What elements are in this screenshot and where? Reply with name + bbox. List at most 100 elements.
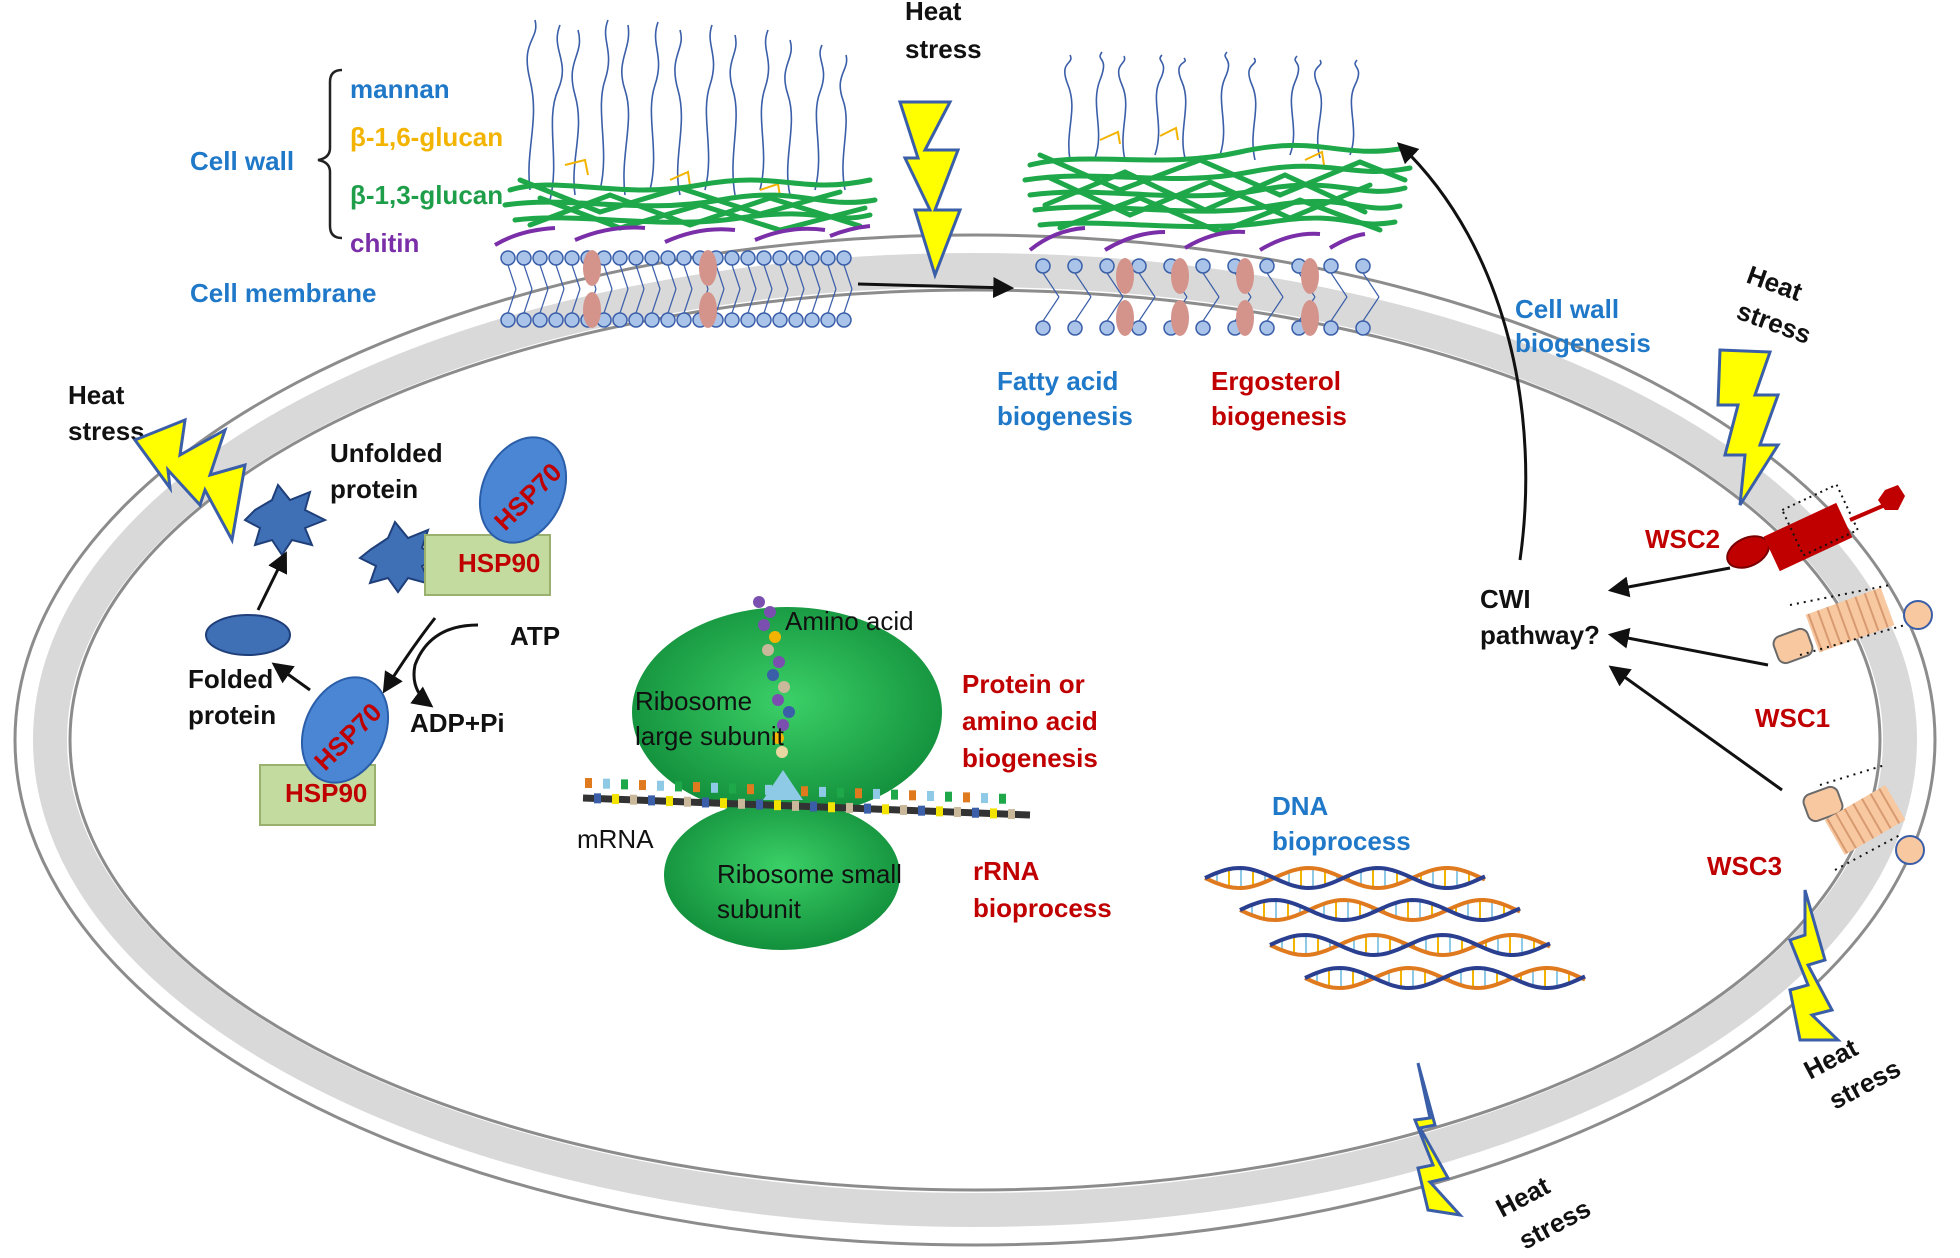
mrna-label: mRNA (577, 824, 654, 854)
membrane-protein (1236, 258, 1254, 294)
lipid-head (1035, 258, 1051, 274)
lipid-head (1259, 320, 1275, 336)
lipid-head (1131, 258, 1147, 274)
codon (765, 784, 772, 795)
codon (648, 795, 655, 806)
wsc3-sensor: WSC3 (1707, 764, 1925, 881)
beta13-glucan-label: β-1,3-glucan (350, 180, 503, 210)
lipid-head (788, 250, 804, 266)
lipid-head (500, 250, 516, 266)
codon (882, 804, 889, 815)
lipid-tail (523, 264, 533, 290)
lipid-head (676, 250, 692, 266)
lipid-tail (715, 264, 725, 290)
codon (945, 791, 952, 802)
unfolded-line2: protein (330, 474, 418, 504)
lipid-bilayer-normal (500, 250, 853, 328)
lipid-tail (651, 264, 661, 290)
lipid-head (548, 250, 564, 266)
codon (954, 807, 961, 818)
lipid-tail (555, 288, 565, 314)
lipid-head (1195, 258, 1211, 274)
lipid-head (1195, 320, 1211, 336)
dna-strand (1304, 965, 1586, 991)
codon (747, 784, 754, 795)
folded-line2: protein (188, 700, 276, 730)
lipid-head (1099, 258, 1115, 274)
lipid-head (1355, 258, 1371, 274)
lipid-tail (1330, 296, 1348, 322)
mrna-codons (585, 778, 1015, 820)
lipid-head (772, 312, 788, 328)
lipid-head (516, 312, 532, 328)
stress-label-ru: stress (1733, 295, 1815, 349)
dna-strand (1204, 865, 1486, 891)
hsp70-free (300, 676, 390, 784)
lipid-tail (1138, 272, 1156, 298)
heat-stress-left: Heat stress (68, 380, 247, 545)
membrane-protein (699, 250, 717, 286)
lipid-tail (539, 264, 549, 290)
lipid-head (1067, 258, 1083, 274)
cwi-line2: pathway? (1480, 620, 1600, 650)
dna-strand (1269, 932, 1551, 958)
codon (603, 778, 610, 789)
lipid-bilayer-stressed (1035, 258, 1380, 336)
codon (675, 781, 682, 792)
lipid-tail (779, 288, 789, 314)
codon (819, 786, 826, 797)
hsp90-free-label: HSP90 (285, 778, 367, 808)
cwi-to-wall-arrow (1396, 142, 1528, 561)
large-subunit-line1: Ribosome (635, 686, 752, 716)
lipid-head (564, 312, 580, 328)
wall-section-normal (493, 19, 878, 328)
fatty-acid-line2: biogenesis (997, 401, 1133, 431)
lipid-head (660, 250, 676, 266)
lipid-head (1259, 258, 1275, 274)
lipid-head (804, 312, 820, 328)
codon (702, 797, 709, 808)
codon (594, 793, 601, 804)
lipid-tail (1074, 272, 1092, 298)
codon (900, 804, 907, 815)
beta13-glucan-mesh (502, 177, 878, 233)
lipid-tail (1202, 296, 1220, 322)
lipid-tail (811, 288, 821, 314)
protein-aa-line3: biogenesis (962, 743, 1098, 773)
wsc2-arrow (1607, 566, 1731, 598)
dna-line2: bioprocess (1272, 826, 1411, 856)
lipid-tail (571, 264, 581, 290)
chitin-arcs (493, 224, 871, 247)
lipid-tail (731, 288, 741, 314)
lipid-tail (1074, 296, 1092, 322)
lipid-tail (571, 288, 581, 314)
codon (918, 805, 925, 816)
lipid-head (740, 312, 756, 328)
lipid-head (836, 250, 852, 266)
codon (963, 792, 970, 803)
lipid-head (724, 312, 740, 328)
fatty-acid-line1: Fatty acid (997, 366, 1118, 396)
lipid-head (1323, 320, 1339, 336)
lipid-tail (1106, 272, 1124, 298)
codon (585, 778, 592, 788)
codon (612, 794, 619, 805)
atp-cycle-arrow (382, 617, 437, 694)
cell-membrane-label: Cell membrane (190, 278, 376, 308)
membrane-protein (583, 292, 601, 328)
lipid-tail (635, 264, 645, 290)
lipid-tail (747, 264, 757, 290)
codon (693, 782, 700, 793)
atp-input-arrow (410, 623, 479, 708)
folded-protein-icon (205, 614, 291, 656)
lightning-icon (897, 100, 963, 280)
heat-label: Heat (905, 0, 962, 26)
lipid-head (628, 250, 644, 266)
amino-acid-label: Amino acid (785, 606, 914, 636)
codon (981, 793, 988, 804)
lipid-head (532, 312, 548, 328)
mannan-label: mannan (350, 74, 450, 104)
cwi-pathway: CWI pathway? WSC2 WSC1 (1396, 142, 1933, 881)
codon (801, 786, 808, 797)
codon (855, 788, 862, 799)
